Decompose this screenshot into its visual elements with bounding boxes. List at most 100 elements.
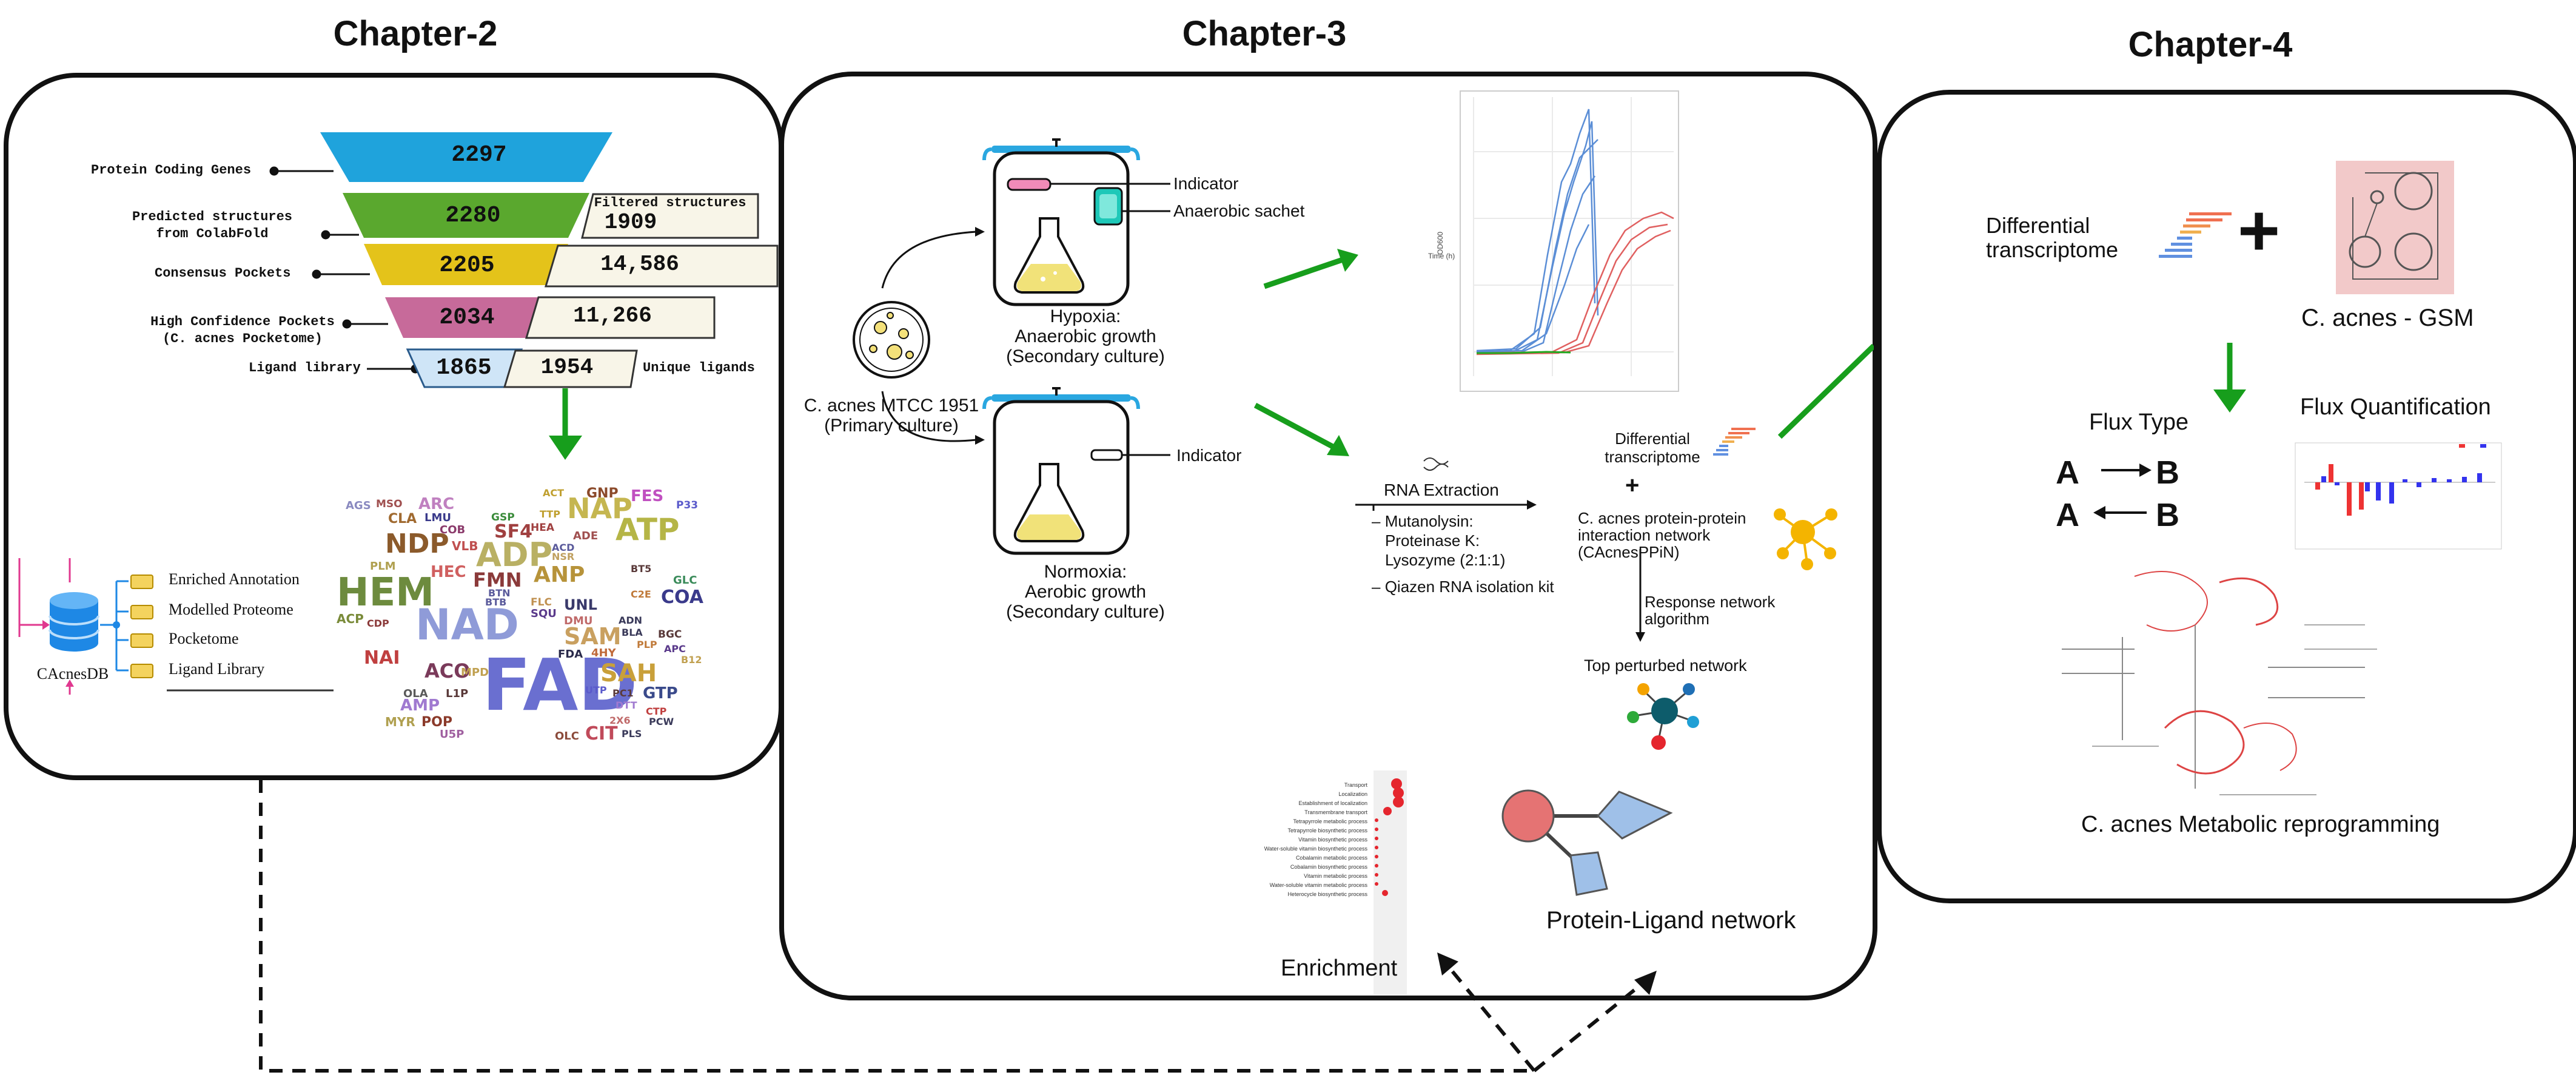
funnel-row1-value: 2297 [451, 142, 507, 168]
word-pc1: PC1 [612, 687, 634, 699]
word-ttp: TTP [540, 508, 560, 520]
word-ctp: CTP [646, 706, 667, 717]
word-mso: MSO [376, 498, 403, 510]
word-ola: OLA [403, 687, 428, 700]
word-pop: POP [421, 715, 452, 730]
word-ndp: NDP [385, 528, 449, 559]
primary-culture-caption: C. acnes MTCC 1951(Primary culture) [803, 396, 979, 436]
word-coa: COA [661, 587, 703, 608]
top-perturbed-network-label: Top perturbed network [1584, 656, 1747, 675]
word-cdp: CDP [367, 618, 389, 629]
word-nai: NAI [364, 647, 400, 669]
flux-row2-a: A [2056, 497, 2079, 533]
word-bla: BLA [622, 627, 643, 638]
database-icon [49, 592, 99, 652]
word-fda: FDA [558, 648, 583, 661]
normoxia-indicator-label: Indicator [1176, 446, 1242, 465]
chapter-4-graphics [2062, 161, 2502, 795]
word-4hy: 4HY [591, 647, 616, 659]
word-fad: FAD [482, 643, 638, 727]
funnel-row5-label: Ligand library [249, 360, 361, 376]
pocket-side-value: 11,266 [573, 303, 652, 328]
word-squ: SQU [531, 607, 557, 620]
word-btn: BTN [488, 587, 511, 599]
word-dmu: DMU [564, 615, 593, 627]
word-anp: ANP [534, 562, 585, 587]
filtered-structures-value: 1909 [604, 210, 657, 235]
rna-protocol: – Mutanolysin: Proteinase K: Lysozyme (2… [1372, 512, 1554, 596]
flux-quantification-label: Flux Quantification [2300, 394, 2491, 420]
word-bt5: BT5 [631, 563, 652, 575]
hypoxia-jar-icon [982, 138, 1140, 306]
word-nad: NAD [415, 600, 519, 650]
growth-chart-xlabel: Time (h) [1428, 252, 1455, 260]
funnel-row3-label: Consensus Pockets [155, 266, 291, 281]
unique-ligands-value: 1954 [540, 355, 594, 380]
word-pcw: PCW [649, 716, 674, 727]
word-hec: HEC [431, 563, 466, 581]
word-dtt: DTT [615, 699, 637, 711]
word-adn: ADN [619, 615, 643, 626]
word-gnp: GNP [586, 486, 619, 501]
consensus-side-value: 14,586 [600, 252, 679, 277]
dna-icon [1423, 457, 1449, 471]
word-utp: UTP [585, 684, 607, 696]
funnel-row4-label: High Confidence Pockets (C. acnes Pocket… [150, 314, 335, 346]
funnel-row2-label: Predicted structures from ColabFold [132, 209, 293, 241]
word-acp: ACP [337, 612, 364, 626]
flux-row1-a: A [2056, 454, 2079, 491]
word-act: ACT [543, 487, 565, 499]
word-2x6: 2X6 [609, 715, 631, 726]
growth-curve-chart [1460, 90, 1679, 392]
protein-ligand-network-label: Protein-Ligand network [1546, 907, 1796, 934]
word-gsp: GSP [491, 511, 515, 524]
word-fmn: FMN [473, 568, 522, 592]
word-lmu: LMU [424, 511, 451, 524]
word-glc: GLC [673, 574, 697, 587]
word-gtp: GTP [643, 684, 678, 703]
flux-row2-b: B [2156, 497, 2179, 533]
word-apc: APC [664, 643, 686, 655]
chapter-4-title: Chapter-4 [2128, 25, 2293, 64]
word-mpd: MPD [461, 666, 489, 679]
funnel-row1-label: Protein Coding Genes [91, 163, 252, 178]
db-item-3: Pocketome [169, 630, 239, 647]
ch4-transcriptome-bars-icon [2159, 212, 2232, 258]
metabolic-map-graphic [2062, 571, 2377, 795]
flux-quantification-chart [2295, 442, 2502, 550]
db-item-4: Ligand Library [169, 660, 265, 678]
petri-dish-icon [853, 301, 930, 379]
chapter-2-panel [4, 73, 783, 780]
word-sam: SAM [564, 623, 622, 650]
metabolic-reprogramming-label: C. acnes Metabolic reprogramming [2081, 812, 2440, 837]
word-nap: NAP [567, 492, 632, 525]
word-l1p: L1P [446, 687, 469, 700]
unique-ligands-label: Unique ligands [643, 360, 755, 376]
cacnesdb-graphic [18, 558, 334, 695]
ch3-plus: + [1625, 472, 1640, 499]
word-vlb: VLB [452, 539, 478, 553]
growth-chart-ylabel: OD600 [1436, 231, 1444, 255]
word-p33: P33 [676, 499, 699, 511]
word-b12: B12 [681, 654, 702, 666]
word-cit: CIT [585, 723, 618, 744]
word-myr: MYR [385, 715, 415, 729]
enrichment-label: Enrichment [1281, 956, 1398, 981]
word-nsr: NSR [552, 551, 575, 562]
word-unl: UNL [564, 596, 597, 613]
hypoxia-caption: Hypoxia:Anaerobic growth(Secondary cultu… [1006, 306, 1165, 366]
word-flc: FLC [531, 596, 552, 608]
word-ags: AGS [346, 499, 371, 512]
db-item-1: Enriched Annotation [169, 570, 300, 588]
db-item-2: Modelled Proteome [169, 601, 293, 618]
anaerobic-sachet-label: Anaerobic sachet [1173, 201, 1305, 220]
funnel-graphic [269, 132, 779, 460]
gsm-label: C. acnes - GSM [2301, 305, 2474, 331]
word-hem: HEM [337, 570, 434, 615]
protein-ligand-network-icon [1501, 789, 1673, 896]
